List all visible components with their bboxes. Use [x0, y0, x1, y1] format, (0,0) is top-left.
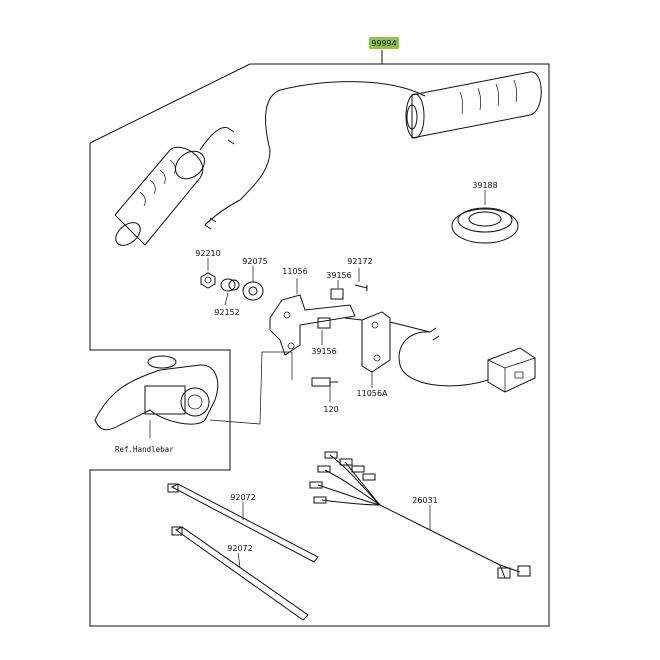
label-92072-bottom: 92072 — [227, 544, 252, 553]
assembly-tag: 99994 — [369, 37, 399, 49]
label-39156-top: 39156 — [326, 271, 351, 280]
label-39156-bottom: 39156 — [311, 347, 336, 356]
cable-ties — [167, 483, 319, 621]
diagram-frame — [89, 50, 550, 627]
label-92072-top: 92072 — [230, 493, 255, 502]
harness-connectors — [309, 451, 376, 504]
label-92152: 92152 — [214, 308, 239, 317]
part-labels: 39188 92210 92075 11056 39156 92172 9215… — [115, 180, 500, 553]
handlebar-inset — [94, 351, 263, 438]
label-11056A: 11056A — [357, 389, 388, 398]
label-11056: 11056 — [282, 267, 307, 276]
label-92210: 92210 — [195, 249, 220, 258]
switch-plate — [344, 311, 431, 388]
bracket — [262, 278, 356, 380]
hardware-parts — [200, 258, 368, 402]
label-26031: 26031 — [412, 496, 437, 505]
label-92172: 92172 — [347, 257, 372, 266]
label-92075: 92075 — [242, 257, 267, 266]
assembly-number: 99994 — [371, 39, 396, 48]
grip-ring — [451, 190, 519, 244]
wire-harness — [309, 451, 531, 579]
label-39188: 39188 — [472, 181, 497, 190]
left-grip — [114, 126, 241, 246]
right-grip — [239, 71, 542, 201]
label-120: 120 — [323, 405, 338, 414]
control-unit — [398, 327, 536, 393]
ref-handlebar-label: Ref.Handlebar — [115, 445, 174, 454]
